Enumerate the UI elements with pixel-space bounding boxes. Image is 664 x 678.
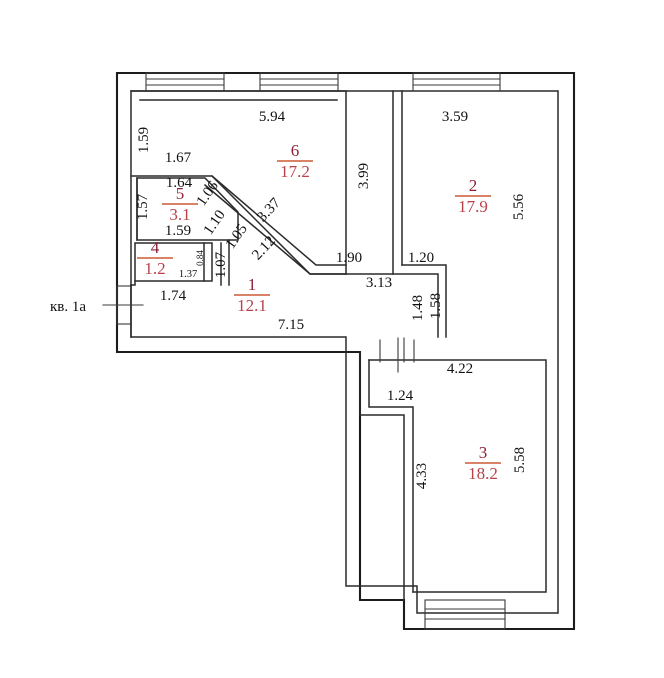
- room-area: 3.1: [169, 205, 190, 224]
- dimension-label: 3.59: [442, 109, 468, 125]
- dimension-label: 3.99: [356, 163, 372, 189]
- dimension-label: 1.07: [213, 251, 229, 278]
- room-label-1: 112.1: [234, 275, 270, 315]
- room-area: 1.2: [144, 259, 165, 278]
- dimension-label: 4.22: [447, 361, 473, 377]
- dimension-label: 5.56: [511, 193, 527, 220]
- dimension-label: 1.20: [408, 250, 434, 266]
- diagonal-wall: [203, 174, 347, 275]
- room-number: 5: [176, 184, 185, 203]
- room-number: 1: [248, 275, 257, 294]
- dimension-label: 5.94: [259, 109, 286, 125]
- dimension-label: 1.37: [179, 269, 197, 280]
- room-5-outline: [136, 177, 239, 241]
- dimension-label: 4.33: [414, 463, 430, 489]
- room-area: 17.9: [458, 197, 488, 216]
- room-label-6: 617.2: [277, 141, 313, 181]
- room-area: 17.2: [280, 162, 310, 181]
- room-area: 12.1: [237, 296, 267, 315]
- dimension-label: 1.48: [410, 295, 426, 321]
- dimension-label: 7.15: [278, 317, 304, 333]
- dimension-label: 1.90: [336, 250, 362, 266]
- dimension-label: 3.13: [366, 275, 392, 291]
- room-number: 6: [291, 141, 300, 160]
- room-number: 2: [469, 176, 478, 195]
- room-number: 4: [151, 238, 160, 257]
- apartment-label-group: кв. 1а: [50, 299, 132, 315]
- dimension-label: 1.57: [135, 193, 151, 220]
- room-label-5: 53.1: [162, 184, 198, 224]
- window-top-left: [145, 72, 225, 92]
- dimension-label: 5.58: [512, 447, 528, 473]
- window-top-right: [412, 72, 501, 92]
- apartment-label: кв. 1а: [50, 299, 86, 315]
- dimension-label: 1.58: [428, 293, 444, 319]
- dimension-label: 1.24: [387, 388, 414, 404]
- dimension-label: 1.74: [160, 288, 187, 304]
- dimension-label: 1.05: [223, 221, 251, 252]
- dimension-label: 1.67: [165, 150, 192, 166]
- window-bottom-room3: [424, 599, 506, 630]
- door-openings: [379, 337, 415, 373]
- dimension-label: 0.84: [195, 250, 205, 266]
- partition-room2: [345, 90, 447, 338]
- dimension-label: 1.64: [166, 175, 193, 191]
- dimension-label: 1.59: [165, 223, 191, 239]
- room-3-outline: [359, 351, 547, 601]
- room-4-outline: [134, 242, 213, 282]
- room-number: 3: [479, 443, 488, 462]
- window-top-middle: [259, 72, 339, 92]
- room-area: 18.2: [468, 464, 498, 483]
- room-1-outline: [130, 239, 230, 338]
- room-label-4: 41.2: [137, 238, 173, 278]
- dimension-label: 3.37: [254, 195, 284, 225]
- inner-wall-envelope: [130, 90, 559, 614]
- dimension-label: 1.10: [201, 207, 229, 238]
- room-label-3: 318.2: [465, 443, 501, 483]
- room-label-2: 217.9: [455, 176, 491, 216]
- dimension-label: 1.59: [136, 127, 152, 153]
